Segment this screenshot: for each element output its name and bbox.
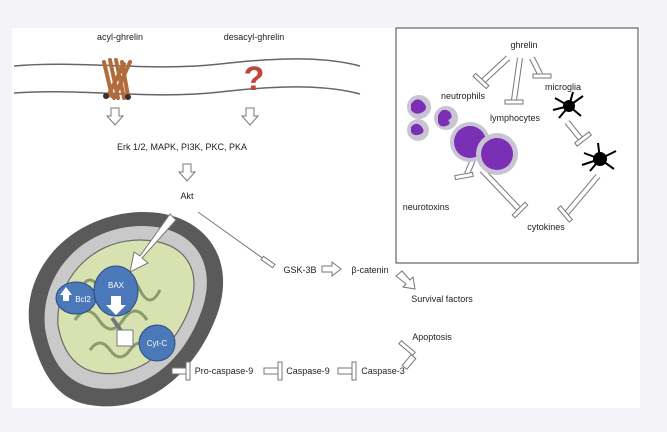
arrow-icon	[321, 260, 342, 278]
neutrophil-cells	[407, 95, 458, 141]
akt-label: Akt	[180, 191, 194, 201]
desacyl-ghrelin-label: desacyl-ghrelin	[224, 32, 285, 42]
beta-catenin-label: β-catenin	[351, 265, 388, 275]
arrow-icon	[395, 270, 416, 290]
caspase9-label: Caspase-9	[286, 366, 330, 376]
lymphocyte-cells	[450, 122, 518, 175]
inset-ghrelin-label: ghrelin	[510, 40, 537, 50]
procaspase9-label: Pro-caspase-9	[195, 366, 254, 376]
cytc-protein	[138, 324, 176, 362]
arrow-icon	[240, 107, 260, 126]
cell-membrane	[13, 58, 361, 96]
up-arrow-icon	[60, 287, 72, 301]
microglia-label: microglia	[545, 82, 581, 92]
inhibitor-block	[116, 329, 134, 347]
caspase-inhibition-bars	[171, 339, 417, 381]
bcl2-label: Bcl2	[75, 295, 91, 304]
bax-label: BAX	[108, 281, 125, 290]
ghsr-receptor	[102, 58, 132, 100]
survival-factors-label: Survival factors	[411, 294, 473, 304]
unknown-receptor-mark: ?	[244, 60, 265, 98]
caspase3-label: Caspase-3	[361, 366, 405, 376]
cytokines-label: cytokines	[527, 222, 565, 232]
cytc-label: Cyt-C	[147, 339, 168, 348]
apoptosis-label: Apoptosis	[412, 332, 452, 342]
kinases-label: Erk 1/2, MAPK, PI3K, PKC, PKA	[117, 142, 247, 152]
neurotoxins-label: neurotoxins	[403, 202, 450, 212]
activation-arrows	[105, 107, 260, 182]
lymphocytes-label: lymphocytes	[490, 113, 541, 123]
acyl-ghrelin-label: acyl-ghrelin	[97, 32, 143, 42]
gsk3b-label: GSK-3B	[283, 265, 316, 275]
neutrophils-label: neutrophils	[441, 91, 486, 101]
microglia-cells	[552, 91, 617, 172]
arrow-icon	[105, 107, 125, 126]
akt-to-bax-arrow	[129, 213, 177, 273]
bax-protein	[93, 265, 139, 317]
arrow-icon	[177, 163, 197, 182]
down-arrow-icon	[106, 296, 126, 315]
